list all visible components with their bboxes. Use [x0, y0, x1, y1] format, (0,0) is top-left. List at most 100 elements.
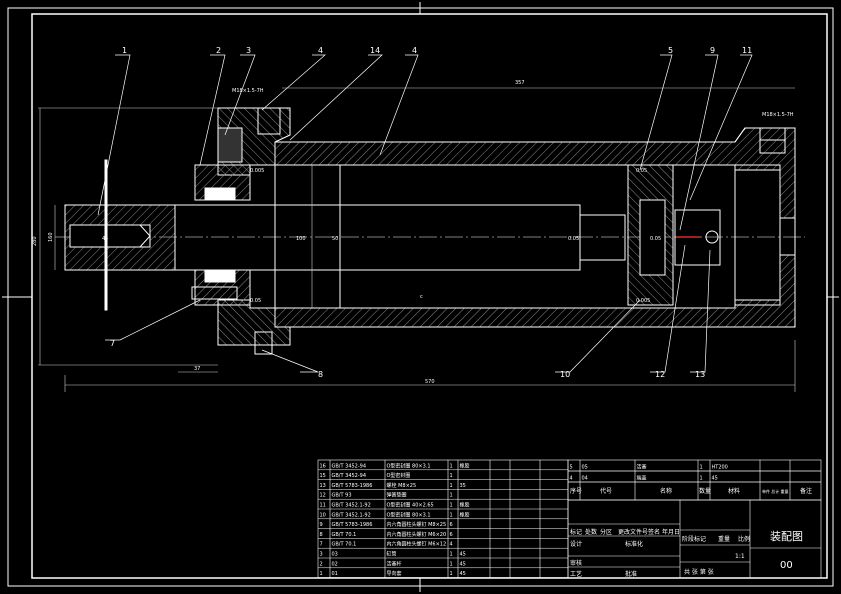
hdr-name: 名称 — [660, 487, 672, 495]
bom-left-cell-qty: 4 — [450, 542, 453, 548]
bom-left-cell-name: 内六角圆柱头螺钉 M6×20 — [387, 531, 447, 538]
dim-pin: 44 — [102, 236, 108, 242]
bom-left-cell-no: 11 — [320, 503, 326, 509]
tb-change-doc: 更改文件号 — [618, 528, 648, 536]
tb-ratio: 比例 — [738, 535, 750, 543]
bom-left-cell-mat: 橡胶 — [460, 502, 470, 509]
bom-left-cell-qty: 6 — [450, 532, 453, 538]
dimension-lines — [38, 87, 796, 392]
bom-left-cell-name: 缸筒 — [387, 551, 397, 558]
bom-left-cell-mat: 45 — [460, 571, 466, 577]
left-gland — [191, 107, 291, 355]
bom-right-cell-no: 4 — [570, 476, 573, 482]
tb-approve: 批准 — [625, 570, 637, 578]
bom-left-cell-mat: 橡胶 — [460, 511, 470, 518]
bom-left-cell-name: 导向套 — [387, 570, 402, 577]
bom-left-cell-qty: 1 — [450, 463, 453, 469]
bom-right-cell-name: 端盖 — [637, 475, 647, 482]
dim-thread-right: M18×1.5-7H — [762, 112, 794, 118]
tb-stage: 阶段标记 — [682, 535, 706, 543]
bom-left-cell-no: 9 — [320, 522, 323, 528]
balloon-14: 14 — [370, 46, 380, 55]
dim-height-mid: 160 — [48, 232, 54, 242]
dim-height-left: 280 — [32, 236, 38, 246]
bom-left-cell-code: GB/T 93 — [332, 493, 352, 499]
dim-rod: 50 — [332, 236, 338, 242]
bom-left-cell-qty: 1 — [450, 561, 453, 567]
balloon-9: 9 — [710, 46, 715, 55]
tb-title: 装配图 — [770, 530, 803, 543]
bom-right-cell-qty: 1 — [700, 465, 703, 471]
bom-left-cell-name: O型密封圈 40×2.65 — [387, 502, 434, 509]
hdr-note: 备注 — [800, 487, 812, 495]
tb-process: 工艺 — [570, 570, 582, 578]
bom-left-cell-code: 03 — [332, 552, 338, 558]
tb-scale: 1:1 — [735, 553, 745, 560]
bom-left-cell-qty: 1 — [450, 493, 453, 499]
dim-bore: 100 — [296, 236, 306, 242]
tb-check: 审核 — [570, 559, 582, 567]
dim-tol-top1: 0.005 — [250, 168, 264, 174]
hdr-mat: 材料 — [728, 487, 740, 495]
dim-inner-length: 357 — [515, 80, 525, 86]
bom-left-cell-code: 01 — [332, 571, 338, 577]
bore — [104, 159, 721, 311]
dim-tol-bot1: 0.05 — [250, 298, 261, 304]
bom-left-cell-name: 弹簧垫圈 — [387, 492, 407, 499]
bom-left-cell-name: O型密封圈 80×3.1 — [387, 511, 431, 518]
bom-left-cell-no: 2 — [320, 561, 323, 567]
bom-left-cell-name: O型密封圈 80×3.1 — [387, 462, 431, 469]
bom-left-cell-no: 10 — [320, 512, 326, 518]
bom-left-cell-mat: 45 — [460, 552, 466, 558]
dim-tol-top2: 0.05 — [636, 168, 647, 174]
balloon-3: 3 — [246, 46, 251, 55]
bom-left-cell-qty: 1 — [450, 503, 453, 509]
bom-left-cell-qty: 1 — [450, 483, 453, 489]
bom-left-cell-qty: 1 — [450, 571, 453, 577]
hdr-no: 序号 — [570, 487, 582, 495]
bom-left-cell-qty: 6 — [450, 522, 453, 528]
balloon-5: 5 — [668, 46, 673, 55]
dim-tol-bot2: 0.005 — [636, 298, 650, 304]
bom-left-cell-name: 螺栓 M8×25 — [387, 482, 417, 489]
dim-tol-mid2: 0.05 — [650, 236, 661, 242]
tb-date: 年月日 — [662, 528, 680, 536]
bom-left-cell-name: 内六角圆柱头螺钉 M8×25 — [387, 521, 447, 528]
bom-left-cell-name: O型密封圈 — [387, 472, 411, 479]
tb-standard: 标准化 — [625, 540, 643, 548]
bom-right-cell-mat: 45 — [712, 476, 718, 482]
tb-weight: 重量 — [718, 535, 730, 543]
bom-right-cell-mat: HT200 — [712, 465, 728, 471]
bom-left-cell-code: GB/T 5783-1986 — [332, 522, 373, 528]
cylinder-body — [274, 127, 796, 328]
tb-drawing-no: 00 — [780, 560, 793, 571]
bom-right-cell-code: 05 — [582, 465, 588, 471]
bom-left-cell-no: 12 — [320, 493, 326, 499]
bom-left-cell-code: GB/T 3452-94 — [332, 463, 367, 469]
piston-rod — [64, 204, 581, 271]
bom-right-cell-name: 活塞 — [637, 464, 647, 471]
tb-mark: 标记 — [570, 528, 582, 536]
bom-right-header: 序号 代号 名称 数量 材料 单件 总计 重量 备注 — [570, 487, 812, 495]
dim-gap: c — [420, 294, 423, 300]
bom-right-cell-code: 04 — [582, 476, 588, 482]
bom-left-cell-mat: 35 — [460, 483, 466, 489]
dim-thread-top: M18×1.5-7H — [232, 88, 264, 94]
bom-left-cell-qty: 1 — [450, 512, 453, 518]
bom-left-cell-code: GB/T 70.1 — [332, 542, 357, 548]
bom-left-cell-qty: 1 — [450, 552, 453, 558]
balloon-4b: 4 — [412, 46, 417, 55]
tb-design: 设计 — [570, 540, 582, 548]
bom-left-cell-no: 8 — [320, 532, 323, 538]
bom-left-cell-code: GB/T 5783-1986 — [332, 483, 373, 489]
bom-left-cell-no: 3 — [320, 552, 323, 558]
bom-left-cell-no: 13 — [320, 483, 326, 489]
bom-left-cell-code: GB/T 3452.1-92 — [332, 512, 371, 518]
bom-left-cell-code: GB/T 70.1 — [332, 532, 357, 538]
balloon-12: 12 — [655, 370, 665, 379]
hdr-qty: 数量 — [699, 487, 711, 495]
dim-tol-mid1: 0.05 — [568, 236, 579, 242]
